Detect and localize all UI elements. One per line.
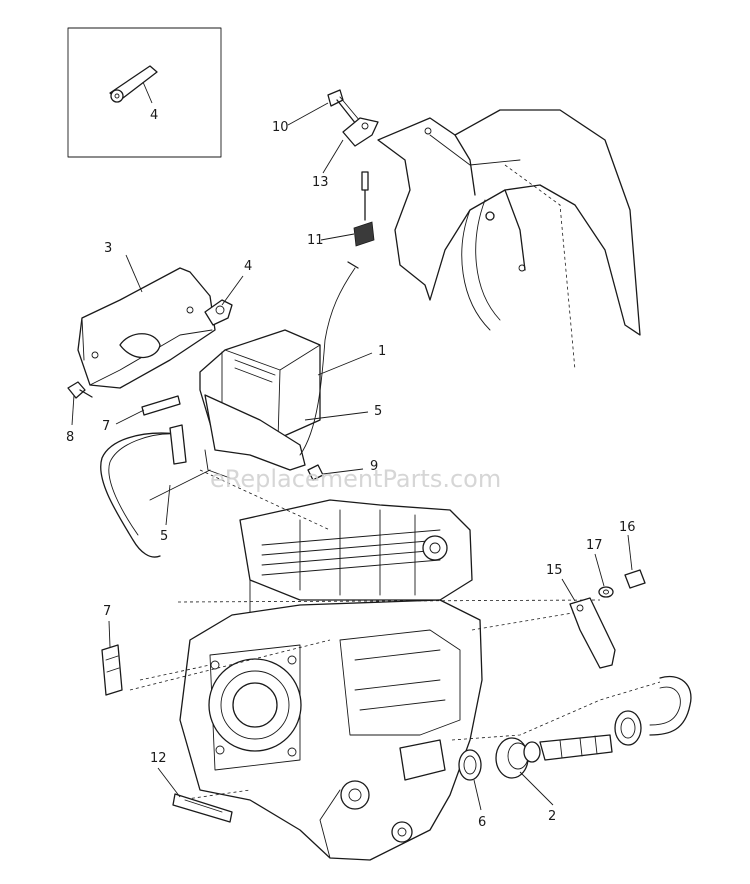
- part-7-plate-lower: [101, 644, 123, 696]
- callout-3: 3: [104, 241, 112, 256]
- part-2-fitting: [495, 737, 541, 779]
- part-5-wire: [100, 424, 211, 558]
- callout-5-left: 5: [160, 529, 168, 544]
- callout-4-inset: 4: [150, 108, 158, 123]
- callout-17: 17: [586, 538, 603, 553]
- fuel-line: [539, 675, 692, 761]
- leader-lines: [71, 102, 633, 811]
- callout-6: 6: [478, 815, 486, 830]
- part-8-bolt: [67, 381, 93, 399]
- part-7-plate-upper: [141, 395, 181, 416]
- callout-12: 12: [150, 751, 167, 766]
- callout-9: 9: [370, 459, 378, 474]
- part-9-bolt: [307, 464, 324, 481]
- callout-8: 8: [66, 430, 74, 445]
- part-11-connector: [353, 171, 375, 247]
- watermark-text: eReplacementParts.com: [210, 465, 501, 493]
- callout-15: 15: [546, 563, 563, 578]
- callout-1: 1: [378, 344, 386, 359]
- callout-7-lower: 7: [103, 604, 111, 619]
- crankcase: [179, 599, 483, 861]
- part-17-washer: [598, 586, 614, 598]
- callout-10: 10: [272, 120, 289, 135]
- callout-11: 11: [307, 233, 324, 248]
- callout-2: 2: [548, 809, 556, 824]
- callout-4: 4: [244, 259, 252, 274]
- part-13-clamp: [342, 117, 379, 147]
- cylinder-block: [239, 499, 473, 641]
- guide-lines: [129, 469, 661, 801]
- callout-5-right: 5: [374, 404, 382, 419]
- part-3-bracket: [77, 267, 216, 389]
- part-4-inset-terminal: [109, 65, 158, 103]
- part-10-bolt: [327, 89, 361, 125]
- callout-16: 16: [619, 520, 636, 535]
- part-16-bolt: [624, 569, 646, 589]
- ignition-wire: [299, 267, 356, 456]
- engine-shroud: [377, 109, 641, 371]
- callout-7-upper: 7: [102, 419, 110, 434]
- part-6-oring: [458, 749, 482, 781]
- part-15-plate: [569, 597, 616, 669]
- part-1-igniter: [199, 329, 321, 479]
- part-12-plate: [172, 793, 233, 823]
- callout-13: 13: [312, 175, 329, 190]
- inset-box: [67, 27, 222, 158]
- part-4-clamp: [204, 299, 233, 326]
